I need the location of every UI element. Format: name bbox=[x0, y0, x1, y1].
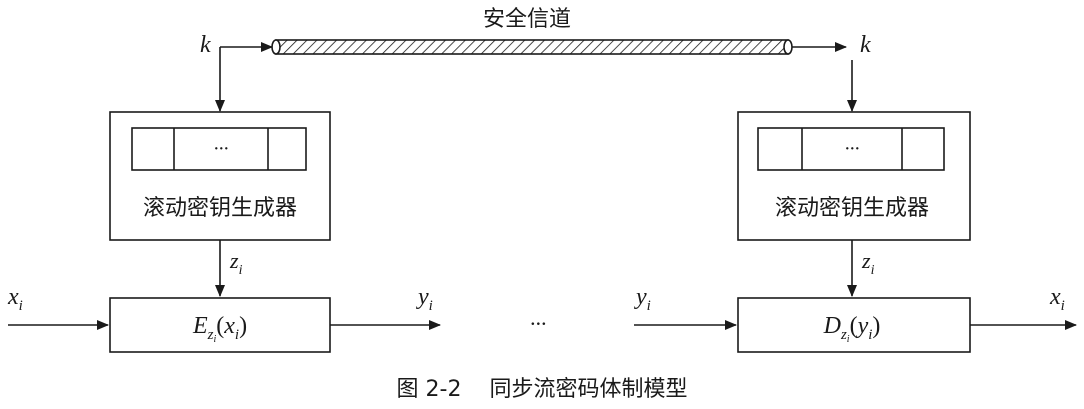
key-right-label: k bbox=[860, 32, 871, 58]
plaintext-in-label: xi bbox=[7, 284, 23, 314]
ciphertext-out-label: yi bbox=[416, 284, 433, 314]
plaintext-out-label: xi bbox=[1049, 284, 1065, 314]
decryption-function: Dzi(yi) bbox=[823, 313, 881, 345]
key-left-label: k bbox=[200, 32, 211, 58]
channel-label: 安全信道 bbox=[483, 7, 571, 32]
figure-caption: 图 2-2 同步流密码体制模型 bbox=[397, 377, 688, 402]
generator-label-left: 滚动密钥生成器 bbox=[143, 196, 297, 221]
ciphertext-in-label: yi bbox=[634, 284, 651, 314]
caption-number: 图 2-2 bbox=[397, 377, 462, 402]
transmission-dots: ··· bbox=[530, 311, 547, 336]
shift-register-left bbox=[131, 127, 307, 171]
keystream-generator-left: ··· 滚动密钥生成器 bbox=[109, 111, 331, 241]
encryption-function: Ezi(xi) bbox=[192, 313, 247, 345]
register-dots-right: ··· bbox=[845, 138, 860, 160]
generator-label-right: 滚动密钥生成器 bbox=[775, 196, 929, 221]
keystream-right-label: zi bbox=[861, 248, 875, 278]
shift-register-right bbox=[757, 127, 945, 171]
register-dots-left: ··· bbox=[214, 138, 229, 160]
secure-channel-pipe bbox=[271, 39, 793, 55]
decryption-box bbox=[737, 297, 971, 353]
keystream-left-label: zi bbox=[229, 248, 243, 278]
keystream-generator-right: ··· 滚动密钥生成器 bbox=[737, 111, 971, 241]
encryption-box bbox=[109, 297, 331, 353]
caption-title: 同步流密码体制模型 bbox=[489, 377, 687, 402]
